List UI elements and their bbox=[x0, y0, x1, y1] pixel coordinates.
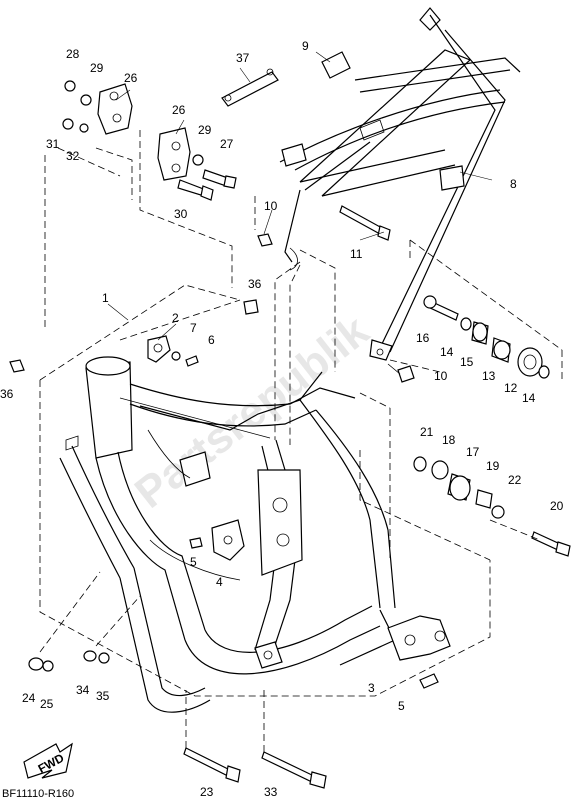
callout-1: 1 bbox=[102, 291, 109, 305]
callout-23: 23 bbox=[200, 785, 214, 799]
callout-7: 7 bbox=[190, 321, 197, 335]
diagram-code: BF11110-R160 bbox=[2, 788, 74, 800]
frame-assembly-region bbox=[39, 284, 491, 697]
callout-5a: 5 bbox=[190, 555, 197, 569]
callout-29b: 29 bbox=[198, 123, 212, 137]
leader-lines bbox=[107, 67, 493, 341]
sub-frame bbox=[279, 7, 521, 361]
callout-11: 11 bbox=[350, 247, 363, 261]
callout-10a: 10 bbox=[264, 199, 278, 213]
callout-17: 17 bbox=[466, 445, 480, 459]
callout-30: 30 bbox=[174, 207, 188, 221]
nuts-36 bbox=[9, 299, 259, 373]
callout-34: 34 bbox=[76, 683, 90, 697]
callout-8: 8 bbox=[510, 177, 517, 191]
callout-20: 20 bbox=[550, 499, 564, 513]
callout-6: 6 bbox=[208, 333, 215, 347]
cable-guide-group bbox=[119, 299, 241, 367]
callout-24: 24 bbox=[22, 691, 36, 705]
callout-22: 22 bbox=[508, 473, 522, 487]
pivot-mount-group bbox=[359, 450, 571, 561]
engine-bracket-group-upper bbox=[44, 80, 133, 330]
subframe-leaders bbox=[274, 239, 563, 445]
callout-33: 33 bbox=[264, 785, 278, 799]
callout-18: 18 bbox=[442, 433, 456, 447]
callout-26b: 26 bbox=[172, 103, 186, 117]
callout-9: 9 bbox=[302, 39, 309, 53]
callout-36b: 36 bbox=[0, 387, 14, 401]
callout-35: 35 bbox=[96, 689, 110, 703]
callout-29a: 29 bbox=[90, 61, 104, 75]
callout-31: 31 bbox=[46, 137, 60, 151]
callout-4: 4 bbox=[216, 575, 223, 589]
callout-19: 19 bbox=[486, 459, 500, 473]
callout-15: 15 bbox=[460, 355, 474, 369]
callout-3: 3 bbox=[368, 681, 375, 695]
callout-12: 12 bbox=[504, 381, 518, 395]
callout-21: 21 bbox=[420, 425, 434, 439]
bolts-10-11 bbox=[257, 205, 415, 383]
engine-bracket-group-middle bbox=[139, 127, 256, 288]
callout-13: 13 bbox=[482, 369, 496, 383]
long-bolts bbox=[183, 690, 327, 789]
lower-fasteners bbox=[28, 571, 141, 672]
rear-mount-group bbox=[423, 295, 550, 379]
part-9 bbox=[315, 51, 351, 79]
callout-2: 2 bbox=[172, 311, 179, 325]
callout-10b: 10 bbox=[434, 369, 448, 383]
callout-27: 27 bbox=[220, 137, 234, 151]
part-37 bbox=[221, 68, 279, 107]
callout-5b: 5 bbox=[398, 699, 405, 713]
callout-36a: 36 bbox=[248, 277, 262, 291]
engine-mount-lower bbox=[189, 519, 245, 561]
callout-32: 32 bbox=[66, 149, 80, 163]
callout-labels: 1 2 3 4 5 5 6 7 8 9 10 10 11 12 13 14 14… bbox=[0, 39, 564, 799]
callout-14b: 14 bbox=[522, 391, 536, 405]
callout-25: 25 bbox=[40, 697, 54, 711]
fwd-arrow-icon: FWD bbox=[23, 742, 73, 779]
callout-37: 37 bbox=[236, 51, 250, 65]
callout-28: 28 bbox=[66, 47, 80, 61]
callout-26a: 26 bbox=[124, 71, 138, 85]
main-frame bbox=[59, 356, 396, 713]
part-3-bracket bbox=[387, 615, 451, 689]
callout-14a: 14 bbox=[440, 345, 454, 359]
callout-16: 16 bbox=[416, 331, 430, 345]
